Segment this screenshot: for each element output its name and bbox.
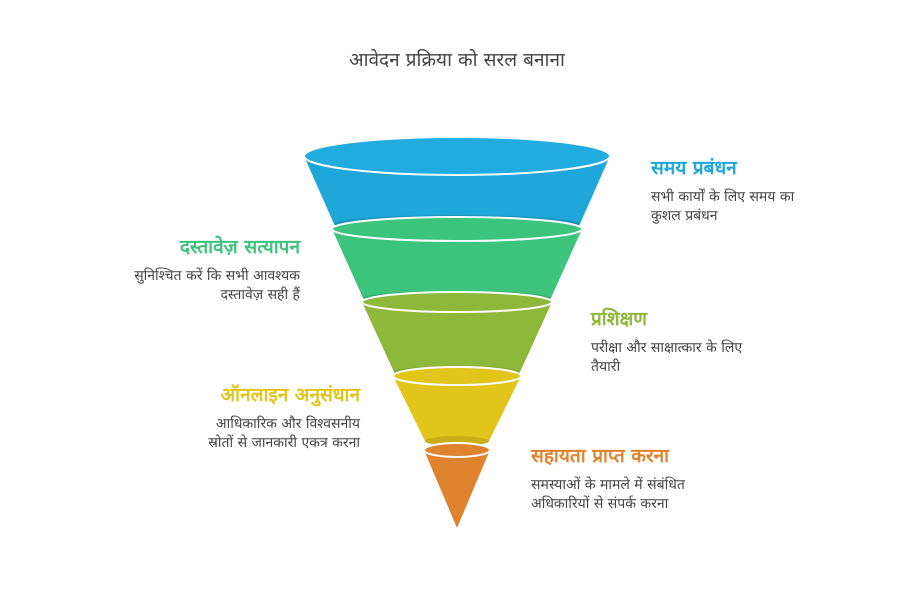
stage-heading: सहायता प्राप्त करना — [531, 445, 670, 467]
stage-label-getting-help: सहायता प्राप्त करना समस्याओं के मामले मे… — [531, 444, 791, 514]
funnel-segment-online-research — [392, 366, 522, 446]
stage-description: परीक्षा और साक्षात्कार के लिए तैयारी — [591, 340, 743, 375]
stage-heading: ऑनलाइन अनुसंधान — [220, 384, 360, 406]
stage-description: समस्याओं के मामले में संबंधित अधिकारियों… — [531, 477, 685, 512]
stage-heading: दस्तावेज़ सत्यापन — [179, 236, 300, 258]
stage-heading: समय प्रबंधन — [651, 157, 737, 179]
stage-label-document-verification: दस्तावेज़ सत्यापन सुनिश्चित करें कि सभी … — [60, 235, 300, 305]
stage-heading: प्रशिक्षण — [591, 308, 648, 330]
stage-label-online-research: ऑनलाइन अनुसंधान आधिकारिक और विश्वसनीय स्… — [120, 383, 360, 453]
stage-label-training: प्रशिक्षण परीक्षा और साक्षात्कार के लिए … — [591, 307, 821, 377]
funnel-segment-training — [361, 291, 553, 378]
stage-description: सभी कार्यों के लिए समय का कुशल प्रबंधन — [651, 189, 795, 224]
stage-label-time-management: समय प्रबंधन सभी कार्यों के लिए समय का कु… — [651, 156, 851, 226]
diagram-title: आवेदन प्रक्रिया को सरल बनाना — [349, 49, 565, 71]
stage-description: आधिकारिक और विश्वसनीय स्रोतों से जानकारी… — [208, 416, 360, 451]
funnel-segment-getting-help — [423, 442, 491, 528]
stage-description: सुनिश्चित करें कि सभी आवश्यक दस्तावेज़ स… — [134, 268, 300, 303]
